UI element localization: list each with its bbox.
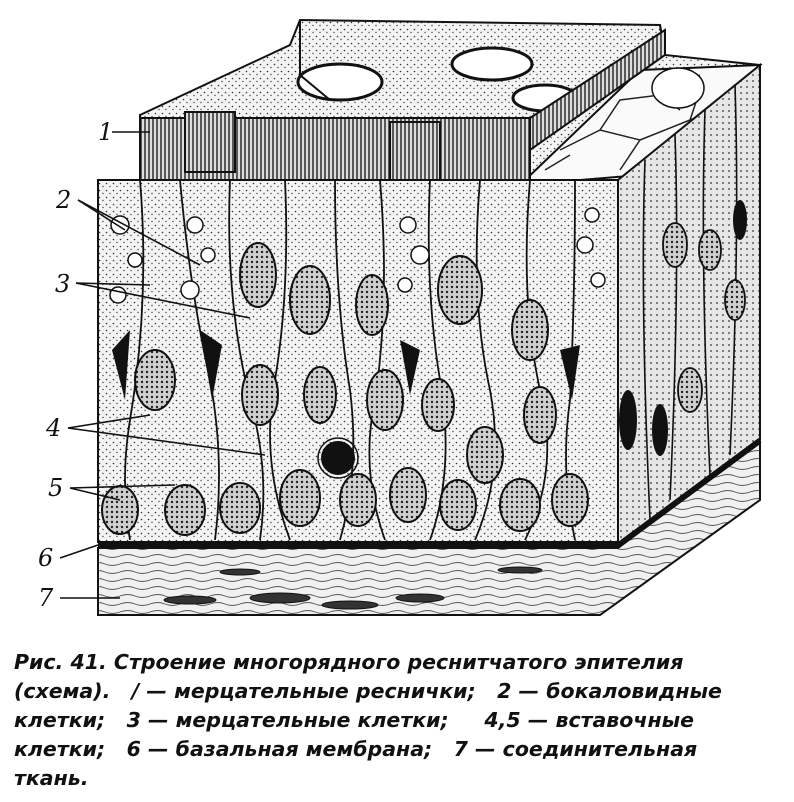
apical-cell-polygons [517, 63, 763, 187]
label-5: 5 [48, 474, 63, 502]
label-4: 4 [45, 414, 61, 442]
cilia-band [139, 28, 666, 181]
label-6: 6 [38, 544, 53, 572]
label-3: 3 [55, 270, 70, 298]
caption-line-1: Рис. 41. Строение многорядного реснитчат… [14, 650, 684, 674]
figure-labels: 1 2 3 4 5 6 7 [38, 118, 113, 612]
label-7: 7 [38, 584, 54, 612]
caption-line-5: ткань. [14, 766, 89, 790]
caption-line-2: (схема). / — мерцательные реснички; 2 — … [14, 679, 722, 703]
epithelium-front-face [97, 179, 619, 543]
basement-membrane [98, 437, 762, 548]
label-2: 2 [55, 186, 71, 214]
epithelium-diagram: 1 2 3 4 5 6 7 [38, 18, 763, 616]
leader-lines [59, 131, 266, 599]
figure-caption: Рис. 41. Строение многорядного реснитчат… [14, 648, 784, 793]
label-1: 1 [98, 118, 113, 146]
caption-line-3: клетки; 3 — мерцательные клетки; 4,5 — в… [14, 708, 695, 732]
connective-tissue [97, 441, 761, 616]
caption-line-4: клетки; 6 — базальная мембрана; 7 — соед… [14, 737, 698, 761]
epithelium-side-face [617, 62, 761, 547]
